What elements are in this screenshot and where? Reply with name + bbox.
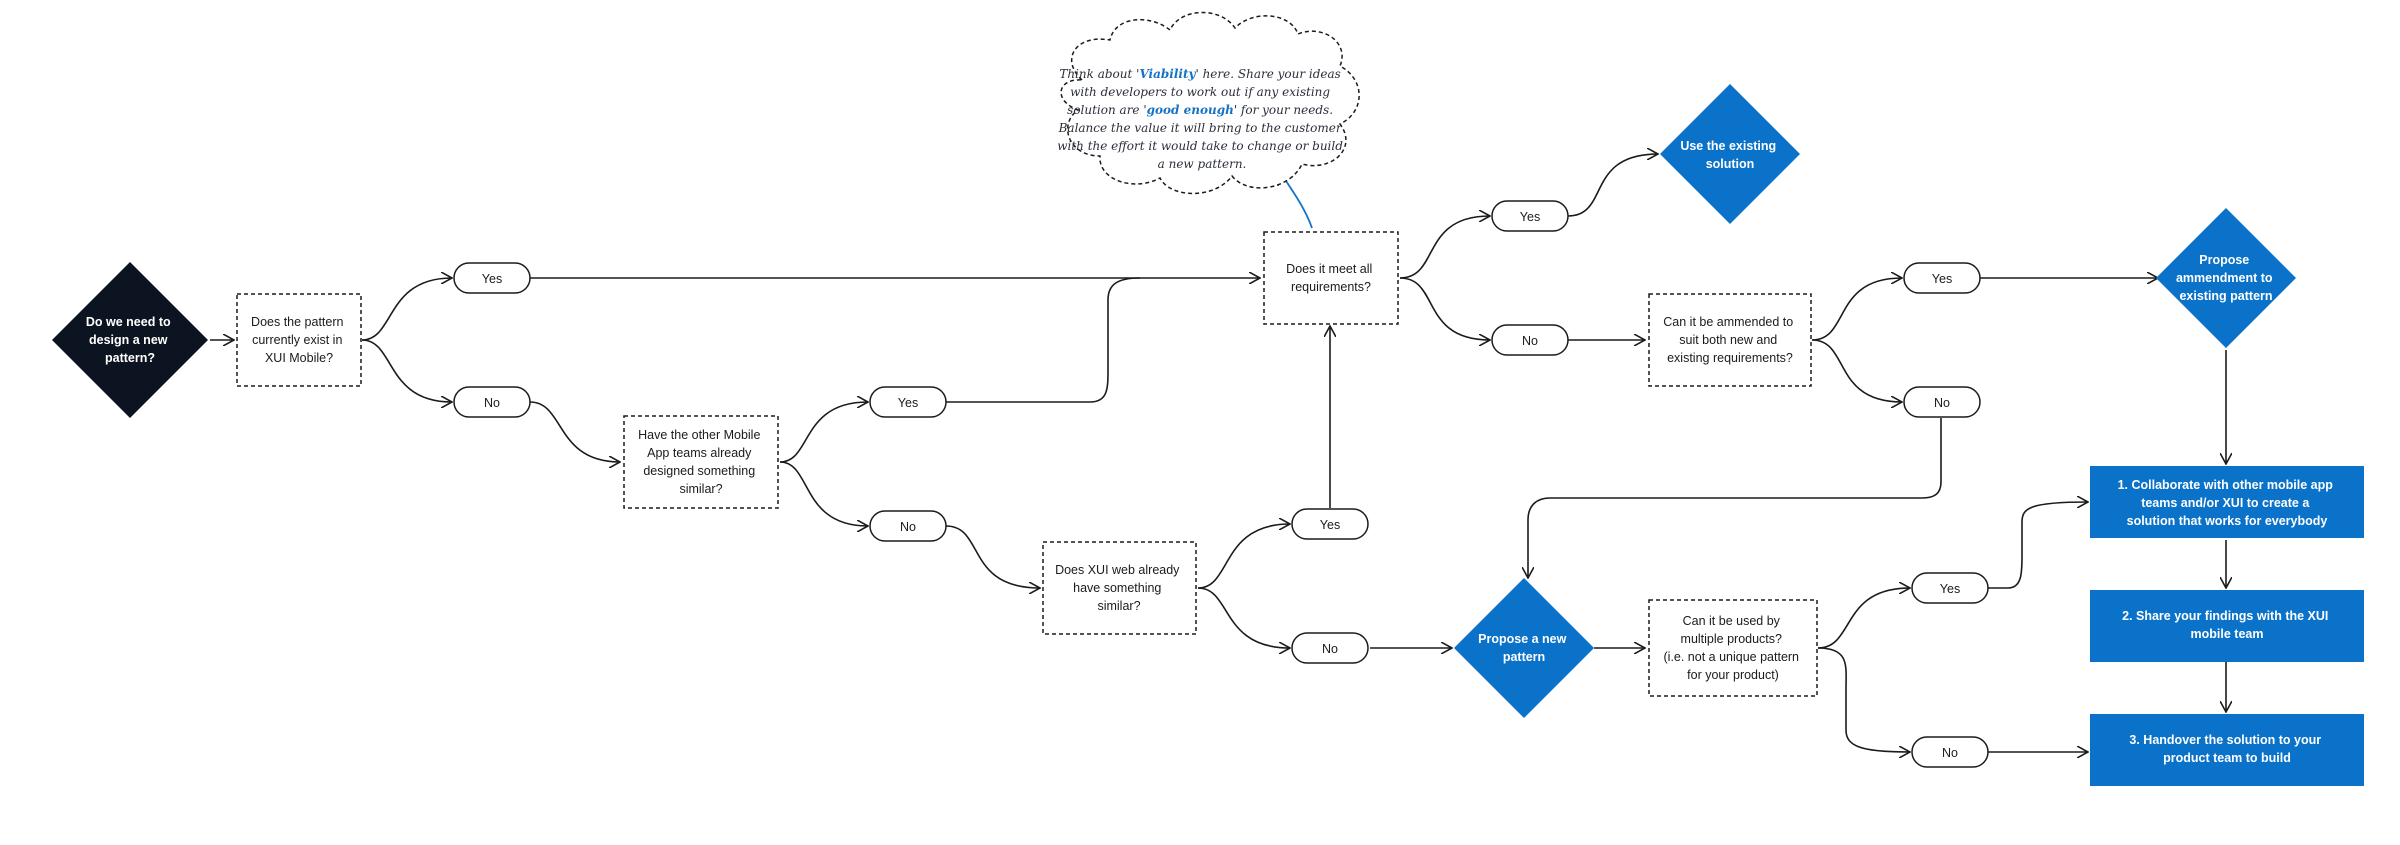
pill — [869, 510, 947, 542]
pill-label: Yes — [482, 272, 502, 286]
pill — [1491, 200, 1569, 232]
question-q1: Does the pattern currently exist in XUI … — [236, 293, 362, 387]
pill-label: Yes — [1520, 210, 1540, 224]
step-label: 2. Share your findings with the XUI mobi… — [2122, 609, 2332, 641]
pill-label: No — [1322, 642, 1338, 656]
question-q5: Can it be ammended to suit both new and … — [1648, 293, 1812, 387]
answer-yes: Yes — [1291, 508, 1369, 540]
question-box — [1042, 541, 1197, 635]
pill-label: Yes — [1940, 582, 1960, 596]
connector — [361, 339, 452, 402]
question-q6: Can it be used by multiple products? (i.… — [1648, 599, 1818, 697]
connectors — [210, 154, 2226, 752]
pill-label: Yes — [1320, 518, 1340, 532]
step-label: 3. Handover the solution to your product… — [2129, 733, 2324, 765]
pill-label: Yes — [898, 396, 918, 410]
pill — [1491, 324, 1569, 356]
start-decision: Do we need to design a new pattern? — [52, 262, 208, 418]
pill — [453, 386, 531, 418]
step-1: 1. Collaborate with other mobile app tea… — [2090, 466, 2364, 538]
connector — [1567, 154, 1658, 217]
answer-pills: Yes No Yes No Yes No Yes No — [453, 200, 1989, 768]
pill — [1291, 632, 1369, 664]
connector — [1197, 587, 1290, 648]
question-text: Can it be used by multiple products? (i.… — [1664, 614, 1803, 682]
outcome-use-existing: Use the existing solution — [1660, 84, 1800, 224]
start-label: Do we need to design a new pattern? — [86, 315, 174, 365]
connector — [1817, 647, 1910, 752]
answer-no: No — [869, 510, 947, 542]
question-text: Have the other Mobile App teams already … — [638, 428, 764, 496]
question-text: Does XUI web already have something simi… — [1055, 563, 1183, 613]
step-3: 3. Handover the solution to your product… — [2090, 714, 2364, 786]
answer-no: No — [1903, 386, 1981, 418]
answer-no: No — [1291, 632, 1369, 664]
answer-no: No — [1491, 324, 1569, 356]
pill — [1903, 386, 1981, 418]
question-text: Does the pattern currently exist in XUI … — [251, 315, 347, 365]
question-box — [623, 415, 779, 509]
pill — [1291, 508, 1369, 540]
answer-no: No — [453, 386, 531, 418]
outcome-propose-amendment: Propose ammendment to existing pattern — [2156, 208, 2296, 348]
connector — [1988, 502, 2088, 589]
pill-label: No — [1942, 746, 1958, 760]
outcome-label: Propose ammendment to existing pattern — [2176, 253, 2276, 303]
connector — [1197, 524, 1290, 589]
answer-yes: Yes — [1491, 200, 1569, 232]
note-text: Think about 'Viability' here. Share your… — [1057, 67, 1347, 171]
step-box — [2090, 590, 2364, 662]
pill-label: Yes — [1932, 272, 1952, 286]
connector — [1399, 277, 1490, 340]
pill — [453, 262, 531, 294]
connector — [1811, 278, 1902, 341]
connector — [1817, 588, 1910, 649]
question-q3: Does XUI web already have something simi… — [1042, 541, 1197, 635]
connector — [1399, 216, 1490, 279]
pill-label: No — [1934, 396, 1950, 410]
outcome-diamond — [2156, 208, 2296, 348]
pill-label: No — [900, 520, 916, 534]
connector — [946, 277, 1141, 403]
connector — [361, 278, 452, 341]
viability-note: Think about 'Viability' here. Share your… — [1057, 11, 1360, 195]
note-cloud — [1060, 11, 1360, 195]
question-q2: Have the other Mobile App teams already … — [623, 415, 779, 509]
pill — [869, 386, 947, 418]
connector — [945, 525, 1040, 588]
pill-label: No — [1522, 334, 1538, 348]
question-box — [236, 293, 362, 387]
outcome-diamond — [1454, 578, 1594, 718]
pill — [1911, 736, 1989, 768]
step-box — [2090, 714, 2364, 786]
connector — [1528, 418, 1942, 578]
connector — [779, 402, 868, 463]
outcome-diamond — [1660, 84, 1800, 224]
step-2: 2. Share your findings with the XUI mobi… — [2090, 590, 2364, 662]
connector — [779, 461, 868, 526]
outcome-label: Use the existing solution — [1680, 139, 1779, 171]
start-diamond — [52, 262, 208, 418]
answer-yes: Yes — [1903, 262, 1981, 294]
pill-label: No — [484, 396, 500, 410]
outcome-label: Propose a new pattern — [1478, 632, 1570, 664]
step-label: 1. Collaborate with other mobile app tea… — [2118, 478, 2337, 528]
answer-yes: Yes — [1911, 572, 1989, 604]
answer-yes: Yes — [453, 262, 531, 294]
question-text: Can it be ammended to suit both new and … — [1663, 315, 1796, 365]
question-box — [1263, 231, 1399, 325]
connector — [1811, 339, 1902, 402]
question-text: Does it meet all requirements? — [1286, 262, 1376, 294]
outcome-propose-new: Propose a new pattern — [1454, 578, 1594, 718]
pill — [1903, 262, 1981, 294]
step-box — [2090, 466, 2364, 538]
connector — [529, 401, 620, 462]
pill — [1911, 572, 1989, 604]
question-box — [1648, 293, 1812, 387]
answer-no: No — [1911, 736, 1989, 768]
answer-yes: Yes — [869, 386, 947, 418]
question-q4: Does it meet all requirements? — [1263, 231, 1399, 325]
question-box — [1648, 599, 1818, 697]
